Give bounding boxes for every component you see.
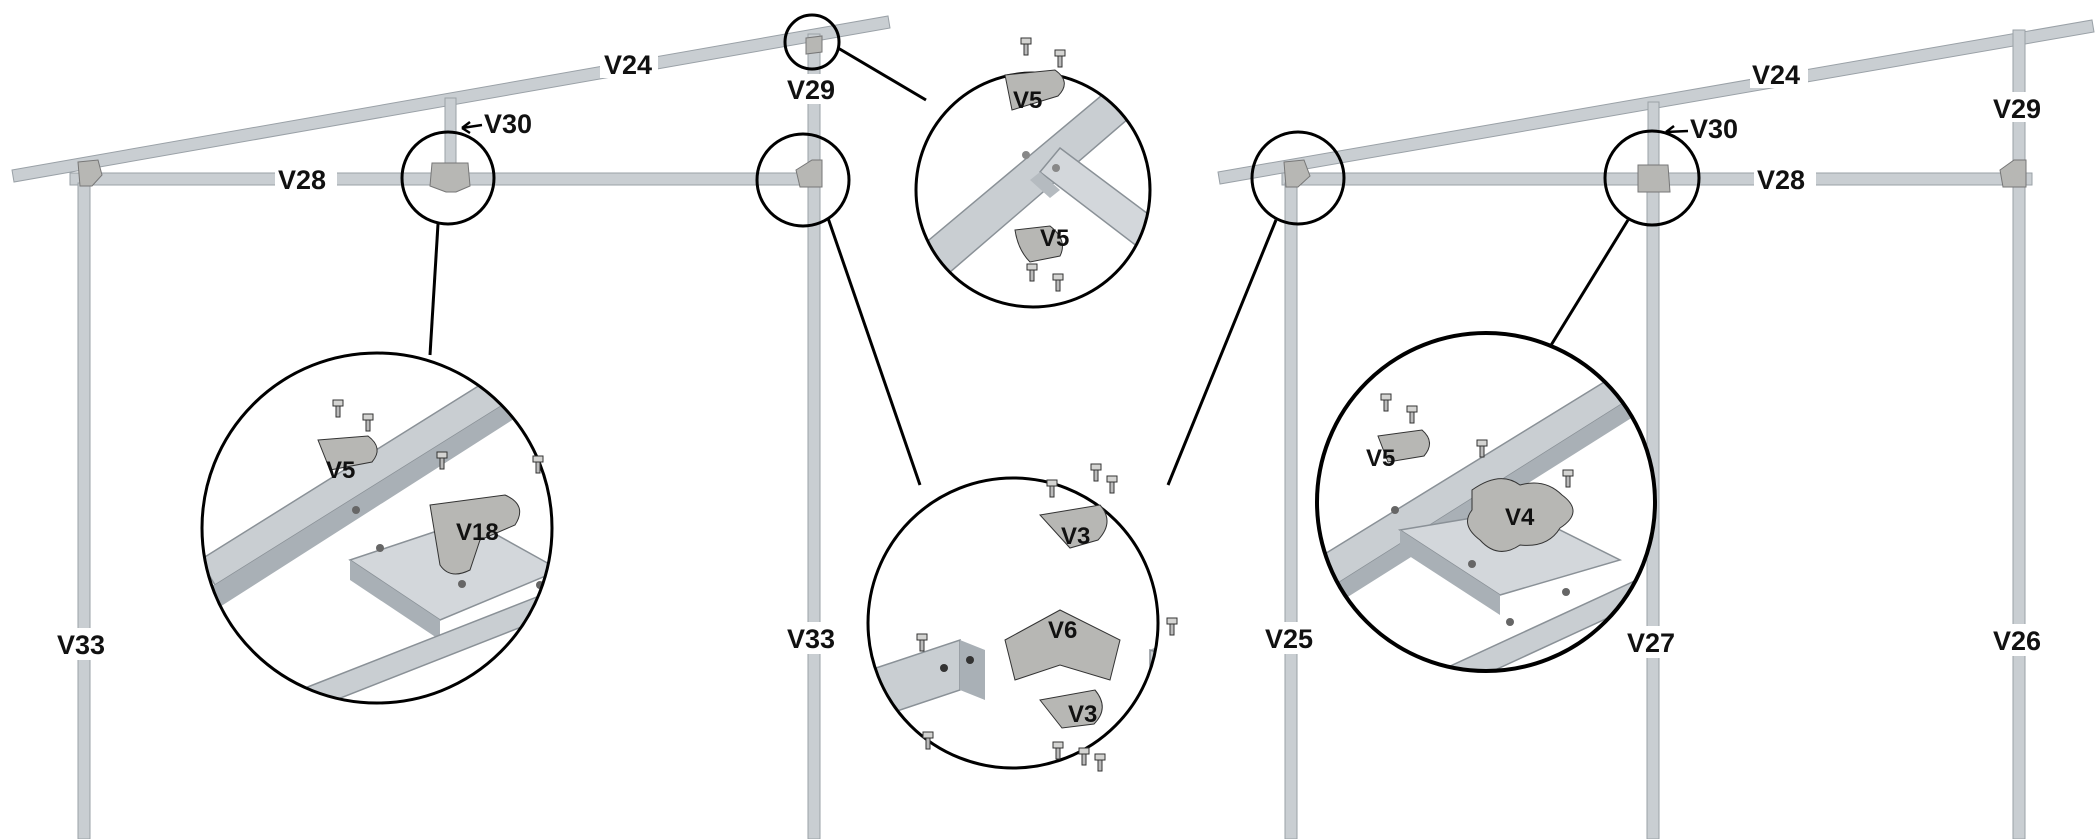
plate-v3-lower <box>1039 689 1103 729</box>
detail-left-joint: V5 V18 <box>200 351 554 705</box>
plate-v5-upper <box>1004 69 1065 111</box>
left-post-v33-b <box>807 33 821 839</box>
plate-v3-upper <box>1039 504 1108 549</box>
label-left-short-post: V29 <box>787 75 835 105</box>
leader-center-b <box>1166 219 1278 486</box>
detail-top-joint: V5 V5 <box>914 37 1152 309</box>
detail-left-label-v18: V18 <box>456 519 499 546</box>
label-right-rafter: V24 <box>1752 60 1800 90</box>
marker-left-corner-joint <box>755 132 851 228</box>
detail-left-label-v5: V5 <box>326 457 355 484</box>
plate-v4 <box>1467 478 1574 552</box>
plate-v5-lower <box>1014 225 1063 263</box>
right-cross-plate <box>1637 164 1671 193</box>
label-right-brace: V30 <box>1690 114 1738 144</box>
label-right-post-a: V25 <box>1265 624 1313 654</box>
leader-center-a <box>826 217 922 486</box>
marker-left-t-joint <box>400 130 496 226</box>
detail-top-label-lower: V5 <box>1040 225 1069 252</box>
arrow-left-brace <box>461 121 483 135</box>
left-frame-labels: V24 V29 V30 V28 V33 V33 <box>56 48 842 660</box>
label-right-short-post: V29 <box>1993 94 2041 124</box>
left-post-v33-a <box>77 182 91 839</box>
detail-right-joint: V5 V4 <box>1315 331 1657 673</box>
left-t-plate <box>429 162 471 193</box>
plate-v5-right <box>1377 429 1430 463</box>
plate-v18 <box>429 494 521 575</box>
label-left-post-a: V33 <box>57 630 105 660</box>
left-corner-plate <box>77 159 103 187</box>
detail-center-label-connector: V6 <box>1048 617 1077 644</box>
right-corner-plate <box>1283 159 1311 188</box>
label-left-brace: V30 <box>484 109 532 139</box>
detail-center-joint: V3 V6 V3 <box>866 463 1178 772</box>
right-post-v26 <box>2012 29 2026 839</box>
label-left-beam: V28 <box>278 165 326 195</box>
left-frame <box>11 15 891 839</box>
marker-right-cross-joint <box>1603 129 1701 227</box>
marker-top-joint <box>783 13 841 71</box>
right-end-corner-plate <box>1999 159 2027 188</box>
callout-markers <box>400 13 1701 486</box>
label-right-post-c: V26 <box>1993 626 2041 656</box>
left-right-corner-plate <box>795 159 823 188</box>
right-post-v25 <box>1284 182 1298 839</box>
detail-center-label-upper: V3 <box>1061 523 1090 550</box>
label-left-rafter: V24 <box>604 50 652 80</box>
leader-left <box>428 223 440 356</box>
label-right-beam: V28 <box>1757 165 1805 195</box>
left-top-plate <box>805 35 823 55</box>
detail-center-label-lower: V3 <box>1068 701 1097 728</box>
plate-v5-left <box>317 435 378 471</box>
leader-top <box>837 46 927 102</box>
detail-right-label-v4: V4 <box>1505 504 1535 531</box>
marker-right-corner-joint <box>1250 130 1346 226</box>
detail-top-label-upper: V5 <box>1013 87 1042 114</box>
label-right-post-b: V27 <box>1627 628 1675 658</box>
detail-right-label-v5: V5 <box>1366 445 1395 472</box>
label-left-post-b: V33 <box>787 624 835 654</box>
connector-v6 <box>1004 609 1121 681</box>
right-frame-labels: V24 V29 V30 V28 V25 V27 V26 <box>1264 58 2048 658</box>
leader-right <box>1543 219 1630 356</box>
